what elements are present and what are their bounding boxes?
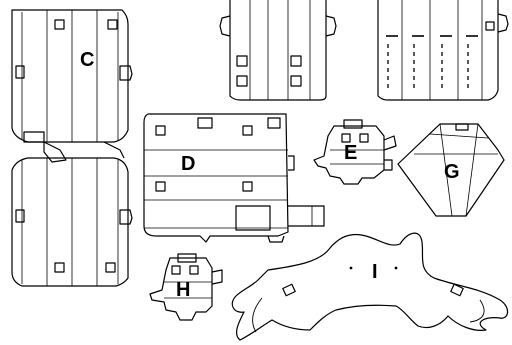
wall-panel-side-tab [497,13,509,33]
piece-d-window [155,181,166,192]
piece-i-dot [349,266,353,270]
piece-d-side-tab [288,155,295,171]
piece-d-flap [288,205,325,227]
piece-d-fold-lines [144,149,288,229]
piece-c-upper-fold-lines [21,10,119,142]
piece-g: G [397,123,505,217]
piece-c-window [107,19,118,30]
piece-c: C [11,9,133,287]
wall-panel-window [290,75,302,87]
wall-panel-top-center [219,0,337,101]
piece-c-connector-tab [43,141,67,163]
piece-e-box [359,133,369,143]
piece-d-top-tab [197,117,213,129]
piece-d-window [242,181,253,192]
wall-panel-window [290,55,302,67]
wall-panel-top-right-fold-lines [401,0,483,100]
piece-c-side-tab [15,209,25,223]
piece-d-top-tab [267,117,281,129]
piece-e-side-tab [383,135,397,151]
piece-i-dot [394,266,398,270]
wall-panel-window [485,21,495,31]
piece-e-label: E [344,142,357,164]
piece-c-upper-panel-outline [11,9,129,143]
piece-e-top-tab [343,119,363,129]
piece-c-lower-fold-lines [21,158,119,286]
piece-d-bottom-tab [267,235,285,243]
piece-g-outline [397,123,505,217]
piece-c-side-tab [119,209,133,225]
wall-panel-side-tab [325,15,337,37]
piece-h-side-tab [211,269,223,285]
piece-d-outline [143,113,289,243]
piece-e: E [313,119,397,185]
wall-panel-dashed-cuts [387,44,469,90]
piece-c-lower-panel-outline [11,157,129,287]
piece-i-label: I [372,261,378,283]
piece-e-outline [313,125,385,185]
wall-panel-top-right [377,0,509,101]
piece-g-label: G [444,161,460,183]
piece-c-side-tab [119,65,133,81]
piece-i-slot [282,283,296,297]
piece-d-label: D [181,153,195,175]
piece-c-window [54,19,65,30]
piece-i-wing-detail [252,297,263,333]
wall-panel-side-tab [219,15,231,37]
piece-d-window [155,125,166,136]
piece-h-outline [149,257,213,321]
piece-c-window [54,262,65,273]
piece-c-connector-tab [23,131,45,143]
piece-h-box [171,265,181,275]
piece-d-door [235,205,271,231]
piece-i: I [231,232,509,341]
piece-h-box [189,265,199,275]
piece-g-tab [455,123,469,131]
piece-c-window [105,262,116,273]
wall-panel-window [236,55,248,67]
piece-i-wing-detail [469,299,485,323]
piece-e-box [341,133,351,143]
wall-panel-top-center-fold-lines [249,0,311,100]
piece-c-label: C [80,49,94,71]
wall-panel-window [236,75,248,87]
piece-h-top-tab [177,253,197,263]
piece-d: D [143,113,325,243]
piece-c-side-tab [15,65,25,79]
wall-panel-top-center-outline [229,0,327,101]
piece-i-outline [231,232,509,341]
piece-c-connector-tab [103,141,125,159]
piece-h: H [149,253,223,321]
wall-panel-top-right-outline [377,0,499,101]
piece-i-slot [450,283,464,297]
piece-e-side-tab [384,159,393,171]
piece-h-label: H [176,279,190,301]
piece-d-window [242,125,253,136]
